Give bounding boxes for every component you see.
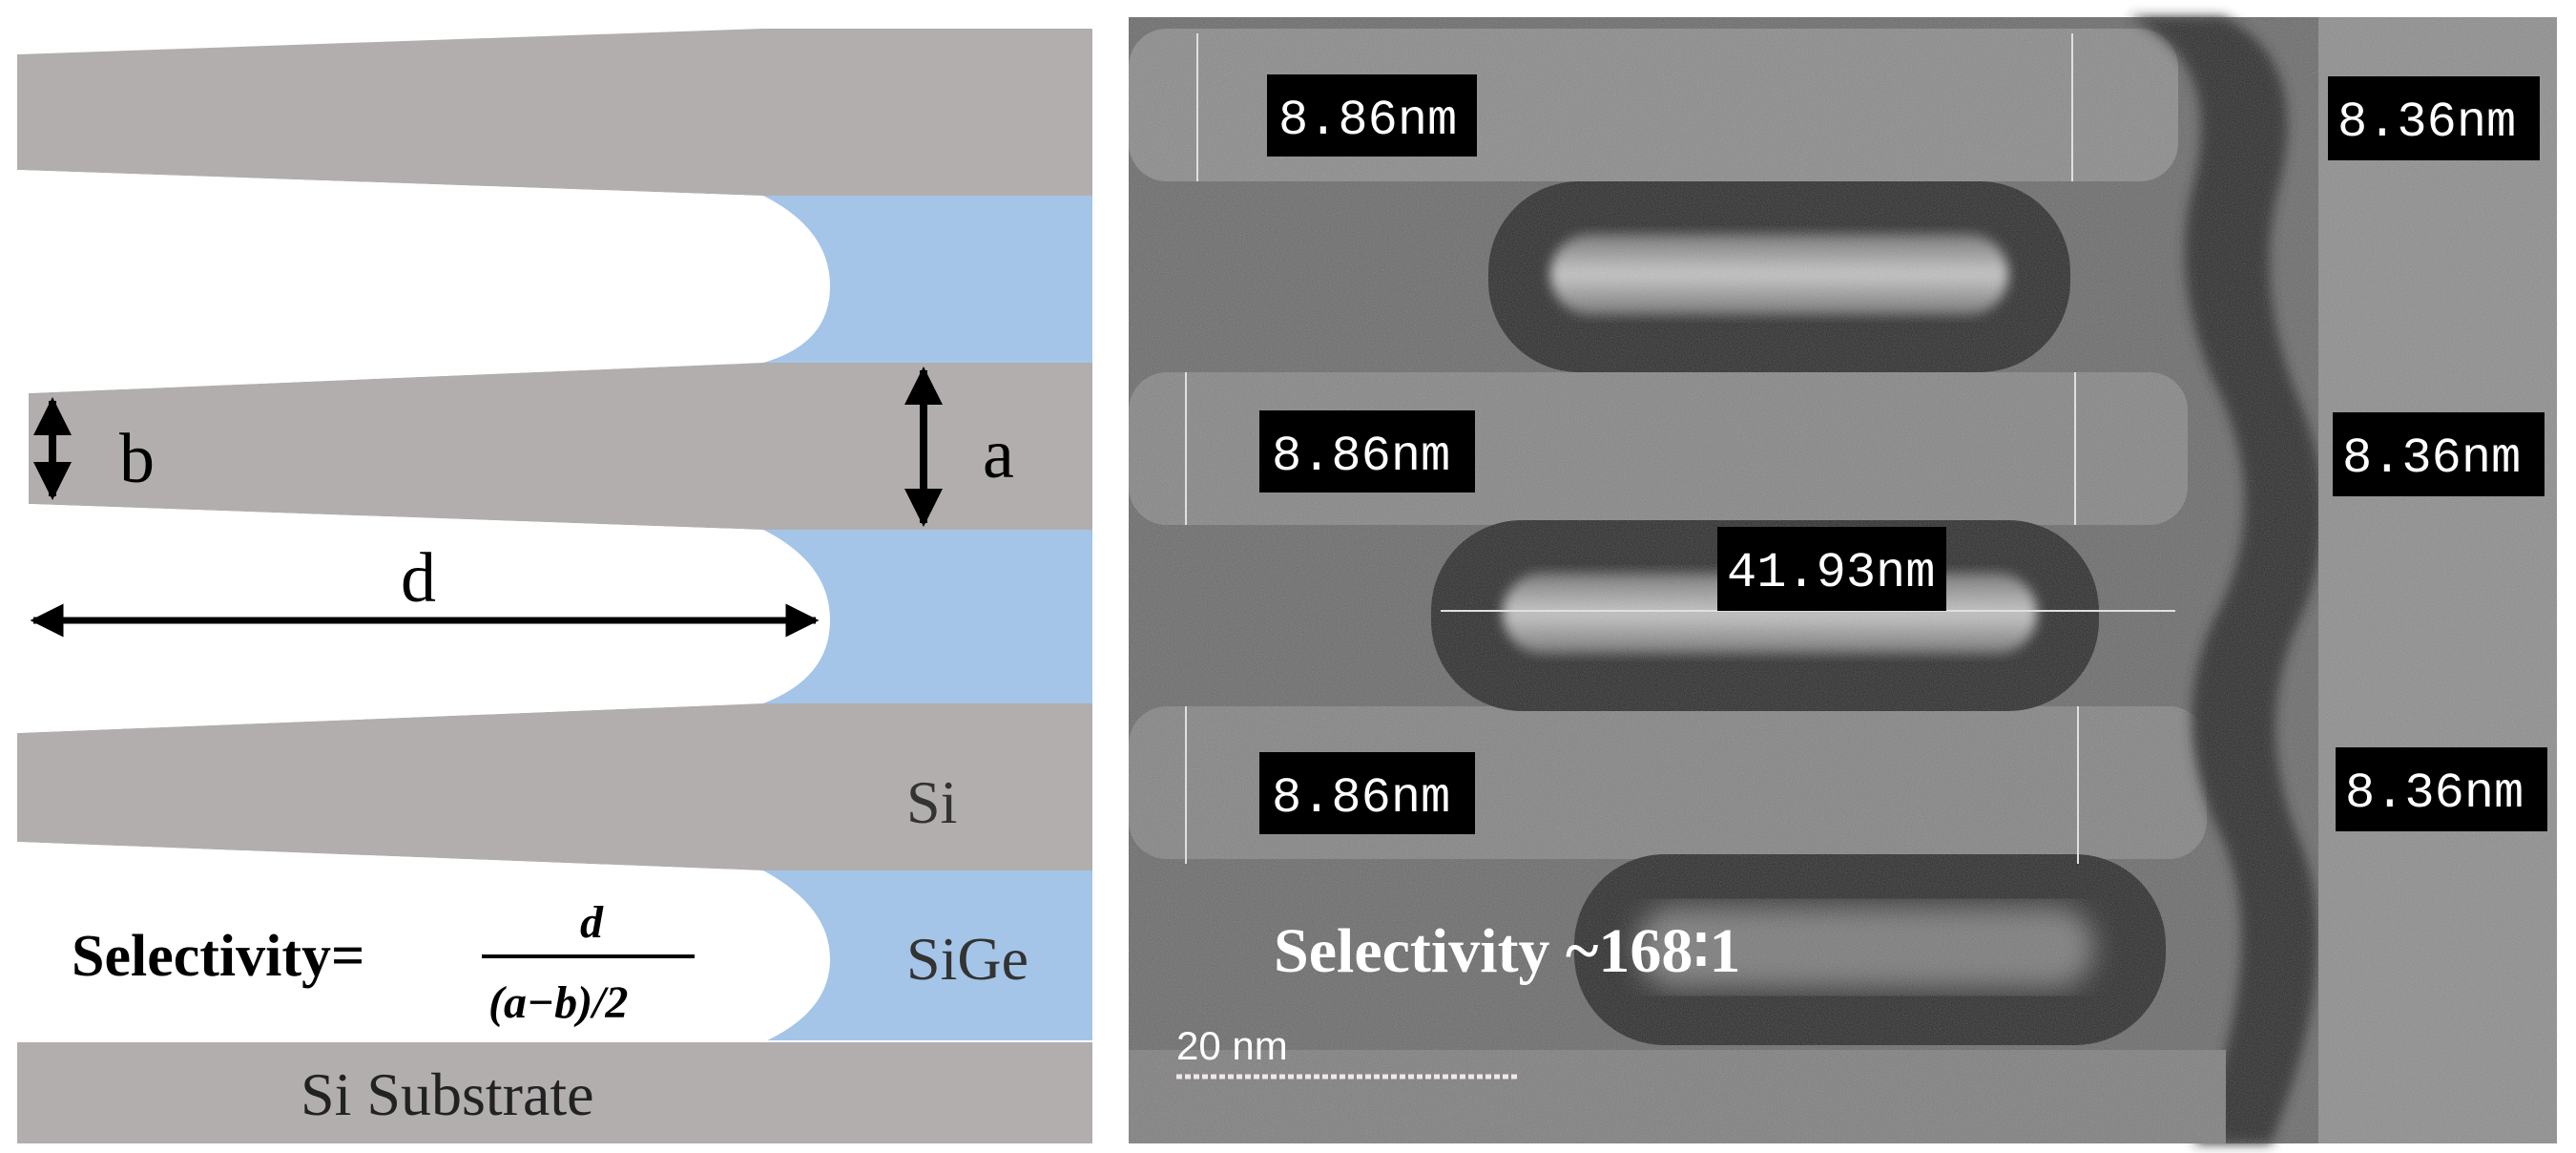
- label-right-2: 8.36nm: [2342, 430, 2521, 487]
- formula-numerator: d: [580, 897, 604, 948]
- label-sige: SiGe: [906, 925, 1028, 993]
- label-left-1-bg: [1267, 74, 1477, 157]
- label-right-3-bg: [2336, 747, 2547, 831]
- si-layer-3: [17, 703, 1092, 870]
- etched-void-1: [17, 170, 830, 393]
- label-left-3-bg: [1259, 752, 1475, 834]
- label-d: d: [401, 539, 436, 618]
- si-layer-2: [29, 363, 1092, 530]
- scale-bar-label: 20 nm: [1176, 1023, 1288, 1068]
- formula-prefix: Selectivity=: [72, 924, 364, 989]
- label-si: Si: [906, 768, 957, 836]
- label-a: a: [983, 415, 1014, 493]
- label-center-bg: [1717, 527, 1946, 611]
- label-left-2-bg: [1259, 410, 1475, 493]
- label-left-2: 8.86nm: [1272, 429, 1450, 485]
- label-left-3: 8.86nm: [1272, 770, 1450, 827]
- measurement-lines: [1185, 33, 2175, 864]
- label-right-2-bg: [2333, 412, 2545, 496]
- label-right-1: 8.36nm: [2337, 94, 2516, 151]
- label-right-1-bg: [2328, 76, 2540, 160]
- label-right-3: 8.36nm: [2345, 765, 2524, 822]
- formula-denominator: (a−b)/2: [488, 977, 628, 1028]
- label-left-1: 8.86nm: [1278, 93, 1457, 149]
- tem-selectivity-text: Selectivity ~168∶1: [1274, 916, 1741, 986]
- label-center: 41.93nm: [1727, 545, 1935, 601]
- label-substrate: Si Substrate: [301, 1060, 594, 1128]
- etched-void-3: [17, 842, 830, 1042]
- si-substrate: [17, 1042, 1092, 1143]
- tem-panel: 8.86nm 8.86nm 8.86nm 8.36nm 8.36nm 8.36n…: [1129, 17, 2557, 1143]
- si-layer-1: [17, 29, 1092, 196]
- label-b: b: [119, 420, 155, 498]
- schematic-panel: b a d Si SiGe Si Substrate Selectivity= …: [17, 29, 1092, 1143]
